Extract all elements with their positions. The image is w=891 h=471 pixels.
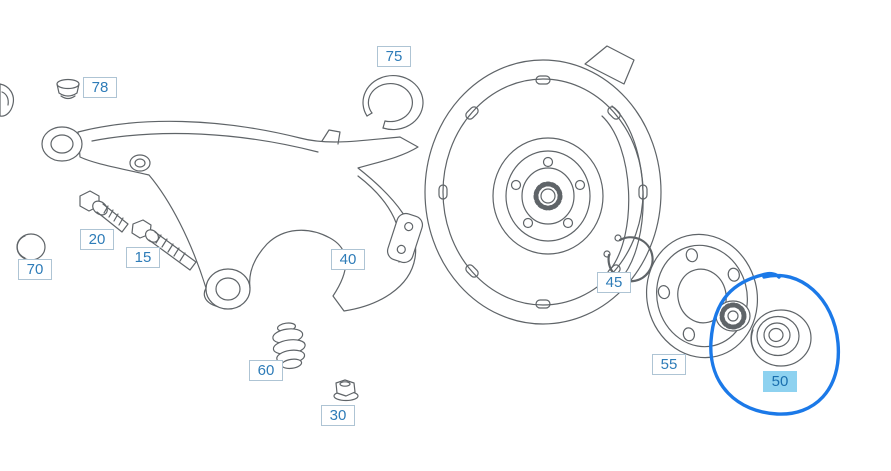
part-label-45[interactable]: 45 bbox=[597, 272, 631, 293]
part-label-55[interactable]: 55 bbox=[652, 354, 686, 375]
bearing-50-drawing bbox=[750, 309, 812, 367]
bolt-15-drawing bbox=[131, 219, 197, 271]
part-label-15[interactable]: 15 bbox=[126, 247, 160, 268]
snap-ring-drawing bbox=[603, 234, 654, 283]
brake-backing-plate-drawing bbox=[424, 45, 662, 325]
part-label-50[interactable]: 50 bbox=[763, 371, 797, 392]
part-label-60[interactable]: 60 bbox=[249, 360, 283, 381]
part-label-78[interactable]: 78 bbox=[83, 77, 117, 98]
bushing-60-drawing bbox=[272, 322, 306, 370]
highlight-circle bbox=[709, 271, 841, 416]
seal-ring-drawing bbox=[362, 74, 424, 131]
cap-78-drawing bbox=[56, 78, 80, 100]
part-label-70[interactable]: 70 bbox=[18, 259, 52, 280]
part-label-40[interactable]: 40 bbox=[331, 249, 365, 270]
wheel-hub-drawing bbox=[645, 233, 759, 359]
part-label-30[interactable]: 30 bbox=[321, 405, 355, 426]
nut-30-drawing bbox=[333, 379, 359, 402]
edge-part-drawing bbox=[0, 83, 15, 117]
trailing-arm-drawing bbox=[41, 120, 424, 312]
part-label-20[interactable]: 20 bbox=[80, 229, 114, 250]
part-label-75[interactable]: 75 bbox=[377, 46, 411, 67]
cap-70-drawing bbox=[16, 233, 46, 261]
bolt-20-drawing bbox=[79, 190, 129, 233]
